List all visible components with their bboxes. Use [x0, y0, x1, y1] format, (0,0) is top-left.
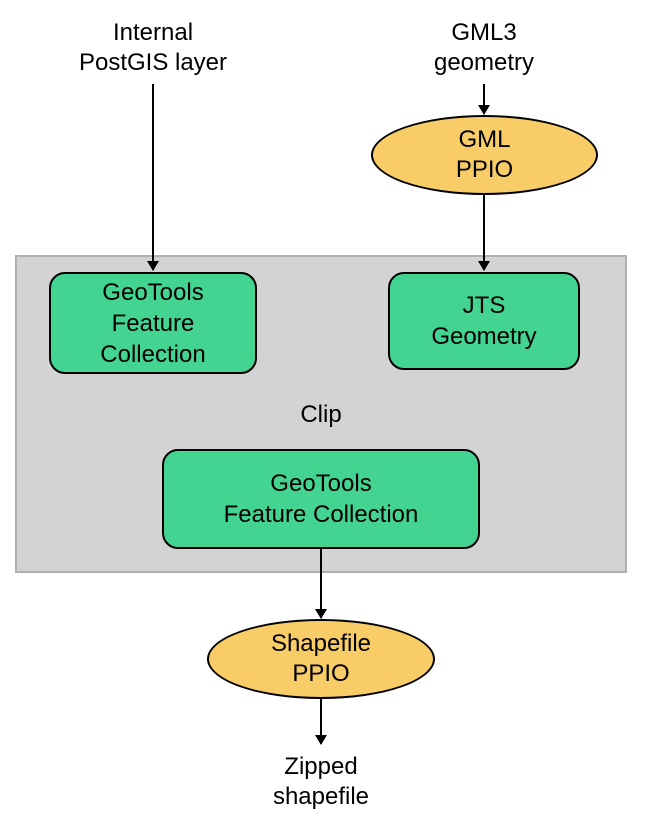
shapefile-ppio-line-2: PPIO: [292, 660, 350, 687]
zipped-label-line-1: Zipped: [284, 753, 358, 780]
output-zipped-shapefile-label: Zipped shapefile: [241, 752, 401, 812]
gml-ppio-line-2: PPIO: [455, 156, 514, 183]
clip-process-title: Clip: [300, 401, 342, 428]
jts-line-1: JTS: [462, 292, 506, 319]
feature-out-line-1: GeoTools: [270, 470, 372, 497]
shapefile-ppio-line-1: Shapefile: [270, 630, 372, 657]
feature-in-line-1: GeoTools: [102, 278, 204, 306]
gml3-label-line-2: geometry: [433, 49, 535, 76]
zipped-label-line-2: shapefile: [272, 783, 370, 810]
shapefile-ppio-node: Shapefile PPIO: [207, 619, 435, 699]
feature-in-line-2: Feature: [111, 309, 195, 337]
feature-in-line-3: Collection: [100, 340, 206, 368]
input-postgis-layer-label: Internal PostGIS layer: [53, 18, 253, 78]
geotools-feature-collection-output-node: GeoTools Feature Collection: [162, 449, 480, 549]
geotools-feature-collection-input-node: GeoTools Feature Collection: [49, 272, 257, 374]
postgis-label-line-1: Internal: [112, 19, 194, 46]
jts-geometry-node: JTS Geometry: [388, 272, 580, 370]
jts-line-2: Geometry: [431, 323, 537, 350]
gml-ppio-line-1: GML: [458, 126, 511, 153]
feature-out-line-2: Feature Collection: [223, 501, 419, 528]
gml-ppio-node: GML PPIO: [371, 115, 598, 195]
postgis-label-line-2: PostGIS layer: [78, 49, 228, 76]
gml3-label-line-1: GML3: [451, 19, 517, 46]
input-gml3-geometry-label: GML3 geometry: [404, 18, 564, 78]
